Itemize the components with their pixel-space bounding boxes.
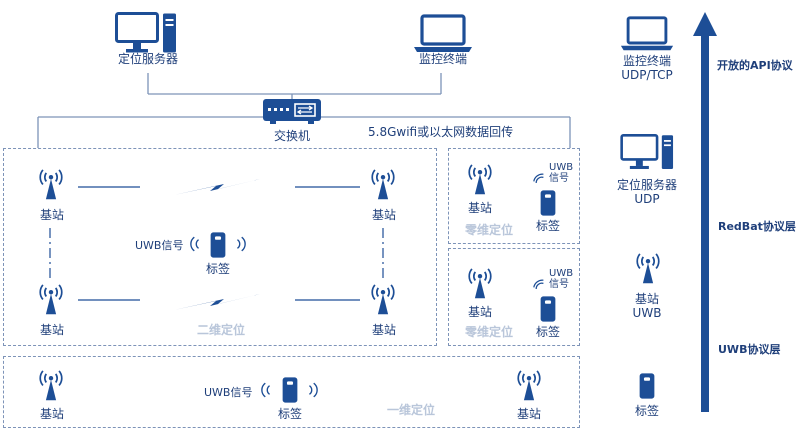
uwb-signal-text: 信号	[549, 173, 569, 184]
zone-0d-box-top	[448, 148, 580, 244]
tag-icon	[210, 232, 226, 258]
protocol-arrow-icon	[693, 12, 717, 412]
base-station-label: 基站	[39, 208, 64, 222]
tag-label: 标签	[535, 325, 560, 339]
zone-0d-label: 零维定位	[465, 325, 514, 339]
tag-icon	[540, 190, 556, 216]
tag-icon	[639, 373, 655, 399]
monitor-label: 监控终端	[418, 52, 467, 66]
tag-icon	[540, 296, 556, 322]
legend-monitor-protocol: UDP/TCP	[621, 68, 673, 82]
legend-monitor-label: 监控终端	[622, 54, 671, 68]
zone-0d-label: 零维定位	[465, 223, 514, 237]
tag-label: 标签	[277, 407, 302, 421]
switch-icon	[262, 96, 322, 126]
signal-wave-left-icon	[261, 381, 273, 399]
tag-icon	[282, 377, 298, 403]
base-station-icon	[366, 167, 400, 201]
zone-2d-label: 二维定位	[197, 323, 246, 337]
base-station-icon	[366, 282, 400, 316]
legend-tag-label: 标签	[634, 404, 659, 418]
tag-label: 标签	[205, 262, 230, 276]
base-station-icon	[463, 266, 497, 300]
server-label: 定位服务器	[117, 52, 178, 66]
signal-wave-icon	[533, 279, 549, 291]
base-station-icon	[631, 251, 665, 285]
base-station-label: 基站	[371, 208, 396, 222]
base-station-icon	[34, 282, 68, 316]
layer-uwb-label: UWB协议层	[718, 343, 781, 356]
legend-station-protocol: UWB	[632, 306, 662, 320]
zone-2d-box	[3, 148, 437, 346]
base-station-label: 基站	[39, 323, 64, 337]
lightning-icon	[172, 177, 262, 197]
base-station-label: 基站	[371, 323, 396, 337]
signal-wave-left-icon	[190, 235, 202, 253]
layer-redbat-label: RedBat协议层	[718, 220, 796, 233]
tag-label: 标签	[535, 219, 560, 233]
uwb-signal-text: UWB	[549, 268, 574, 279]
legend-server-label: 定位服务器	[616, 178, 677, 192]
base-station-label: 基站	[516, 407, 541, 421]
server-icon	[620, 134, 676, 172]
monitor-icon	[620, 16, 674, 52]
base-station-icon	[34, 167, 68, 201]
legend-server-protocol: UDP	[634, 192, 660, 206]
legend-station-label: 基站	[634, 292, 659, 306]
signal-wave-right-icon	[306, 381, 318, 399]
base-station-label: 基站	[467, 305, 492, 319]
base-station-icon	[463, 162, 497, 196]
zone-1d-box	[3, 356, 580, 428]
uwb-signal-text: 信号	[549, 279, 569, 290]
base-station-icon	[34, 368, 68, 402]
base-station-label: 基站	[467, 201, 492, 215]
base-station-label: 基站	[39, 407, 64, 421]
zone-0d-box-bottom	[448, 248, 580, 346]
switch-label: 交换机	[273, 129, 310, 143]
monitor-icon	[413, 14, 473, 54]
layer-api-label: 开放的API协议	[717, 59, 793, 72]
signal-wave-right-icon	[234, 235, 246, 253]
uwb-signal-text: UWB	[549, 162, 574, 173]
base-station-icon	[512, 368, 546, 402]
zone-1d-label: 一维定位	[387, 403, 436, 417]
uwb-signal-label: UWB信号	[135, 239, 184, 252]
backhaul-label: 5.8Gwifi或以太网数据回传	[368, 125, 514, 139]
signal-wave-icon	[533, 173, 549, 185]
uwb-signal-label: UWB信号	[204, 386, 253, 399]
lightning-icon	[172, 292, 262, 312]
